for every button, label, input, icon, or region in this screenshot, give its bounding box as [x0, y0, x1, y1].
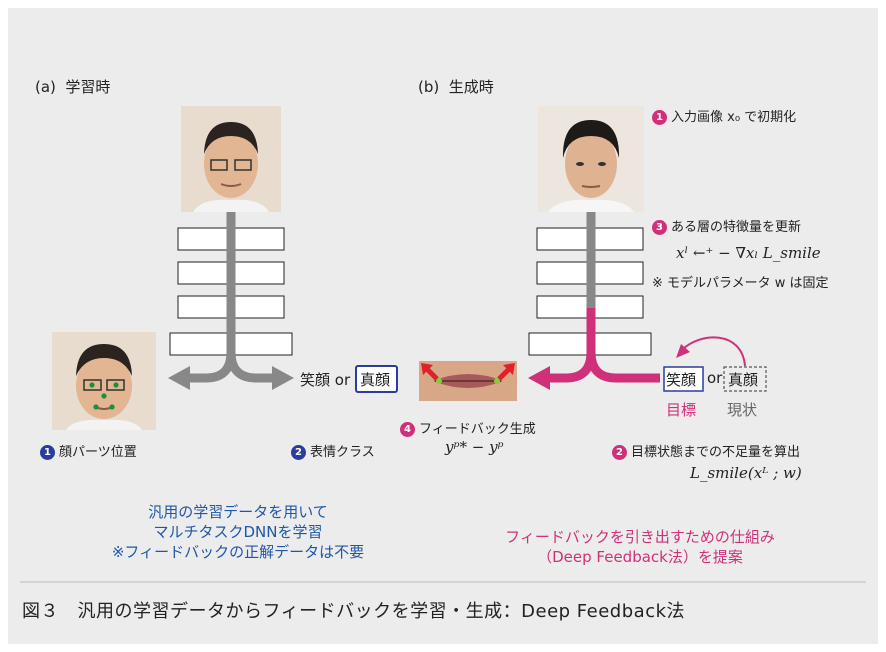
arrowhead-right-a — [272, 366, 294, 390]
step-3-label: ある層の特徴量を更新 — [671, 220, 802, 235]
step-number-2: 2 — [291, 445, 306, 460]
step-2-deficit: 2 目標状態までの不足量を算出 — [612, 441, 800, 460]
panel-b-title: (b) 生成時 — [418, 78, 494, 96]
face-illustration — [181, 106, 281, 212]
current-to-target-arrowhead — [676, 344, 690, 358]
step-1-label: 顔パーツ位置 — [59, 445, 137, 460]
face-with-landmarks-illustration — [52, 332, 156, 430]
fixed-weights-note: ※ モデルパラメータ w は固定 — [652, 276, 829, 291]
step-number-3: 3 — [652, 220, 667, 235]
flow-arrow-a — [188, 212, 274, 383]
panel-b-summary: フィードバックを引き出すための仕組み （Deep Feedback法）を提案 — [460, 527, 820, 567]
target-box — [663, 366, 704, 392]
network-layers-a — [169, 227, 293, 356]
step-1-face-parts: 1 顔パーツ位置 — [40, 441, 137, 460]
class-label-a: 笑顔 or — [300, 369, 350, 390]
panel-a-summary: 汎用の学習データを用いて マルチタスクDNNを学習 ※フィードバックの正解データ… — [88, 502, 388, 562]
step-1-label: 入力画像 x₀ で初期化 — [671, 110, 797, 125]
step-2-label: 目標状態までの不足量を算出 — [631, 445, 801, 460]
landmark-face-photo — [52, 332, 156, 430]
smile-class-label-b: 笑顔 — [666, 371, 697, 389]
input-face-photo — [538, 106, 644, 212]
feedback-formula: yᵖ* − yᵖ — [445, 438, 504, 456]
summary-line: 汎用の学習データを用いて — [148, 503, 328, 521]
smile-class-label: 笑顔 — [300, 371, 331, 389]
step-number-1: 1 — [652, 110, 667, 125]
summary-line: （Deep Feedback法）を提案 — [537, 548, 743, 566]
target-label: 目標 — [666, 401, 697, 419]
summary-line: フィードバックを引き出すための仕組み — [505, 528, 775, 546]
step-4-feedback: 4 フィードバック生成 — [400, 418, 536, 437]
input-face-illustration — [538, 106, 644, 212]
step-number-4: 4 — [400, 422, 415, 437]
arrowhead-left-b — [528, 366, 550, 390]
step-number-2: 2 — [612, 445, 627, 460]
neutral-box-a — [355, 365, 398, 393]
current-box — [723, 366, 767, 392]
mouth-feedback-illustration — [419, 361, 517, 401]
step-2-expression-class: 2 表情クラス — [291, 441, 375, 460]
summary-line: マルチタスクDNNを学習 — [153, 523, 323, 541]
step-2-label: 表情クラス — [310, 445, 375, 460]
update-formula: xˡ ←⁺ − ∇xₗ L_smile — [676, 244, 821, 262]
mouth-feedback-photo — [419, 361, 517, 401]
neutral-class-label-b: 真顔 — [728, 371, 759, 389]
step-4-label: フィードバック生成 — [419, 422, 536, 437]
step-3-update-feature: 3 ある層の特徴量を更新 — [652, 216, 801, 235]
step-number-1: 1 — [40, 445, 55, 460]
or-label-b: or — [707, 369, 723, 387]
current-label: 現状 — [727, 401, 758, 419]
or-label: or — [334, 371, 351, 389]
loss-formula: L_smile(xᴸ ; w) — [690, 464, 802, 482]
training-face-photo — [181, 106, 281, 212]
arrowhead-left-a — [168, 366, 190, 390]
summary-line: ※フィードバックの正解データは不要 — [111, 543, 365, 561]
backprop-flow-b — [548, 308, 660, 383]
figure-panel — [8, 8, 878, 644]
step-1-input-init: 1 入力画像 x₀ で初期化 — [652, 106, 796, 125]
current-to-target-arrow — [681, 336, 746, 367]
neutral-class-label-a: 真顔 — [360, 371, 391, 389]
figure-caption: 図３ 汎用の学習データからフィードバックを学習・生成：Deep Feedback… — [22, 601, 686, 622]
panel-a-title: (a) 学習時 — [35, 78, 111, 96]
